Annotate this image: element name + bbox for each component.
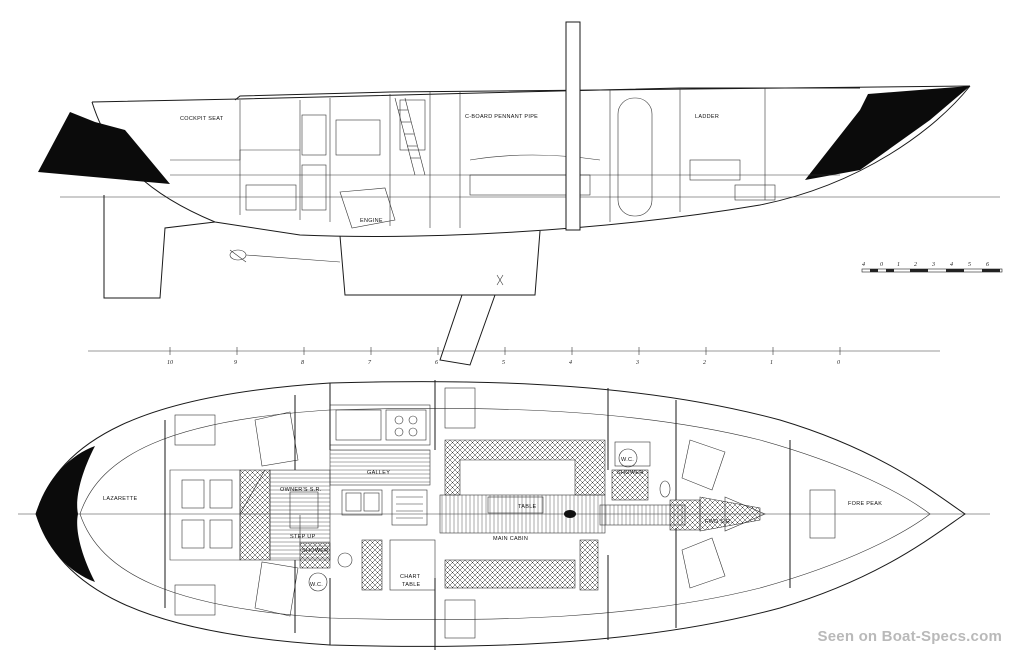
label-engine: ENGINE [360, 218, 383, 224]
label-main-cabin: MAIN CABIN [493, 536, 528, 542]
station-tick-label: 2 [703, 360, 706, 366]
station-tick-label: 5 [502, 360, 505, 366]
scale-tick-4: 3 [931, 262, 935, 268]
label-step-up: STEP UP [290, 534, 316, 540]
scale-tick-2: 1 [897, 262, 900, 268]
label-ladder: LADDER [695, 114, 719, 120]
station-tick-label: 8 [301, 360, 304, 366]
plan-bulkheads [164, 380, 791, 650]
label-fwd-sr: FWD S.R. [705, 519, 732, 525]
fwd-berth-insert [724, 496, 766, 532]
label-c-board: C-BOARD PENNANT PIPE [465, 114, 538, 120]
scale-tick-5: 4 [950, 261, 953, 268]
scale-tick-3: 2 [914, 262, 917, 268]
station-tick-label: 7 [368, 360, 372, 366]
station-tick-label: 1 [770, 360, 773, 366]
label-lazarette: LAZARETTE [103, 496, 138, 502]
label-owners-sr: OWNER'S S.R. [280, 487, 322, 493]
profile-cabinets [245, 97, 776, 217]
settee-cushions [239, 439, 761, 591]
plan-view: LAZARETTE OWNER'S S.R. GALLEY STEP UP SH… [18, 380, 990, 650]
station-tick-label: 4 [569, 359, 572, 366]
berth-outlines [169, 387, 836, 639]
scale-tick-1: 0 [880, 262, 883, 268]
label-chart-table: TABLE [402, 582, 421, 588]
cabin-top [234, 87, 860, 101]
centerboard [439, 294, 496, 366]
stern-overhang [38, 112, 170, 184]
label-wc-aft: W.C. [310, 582, 323, 588]
bulkheads [239, 88, 766, 228]
station-tick-label: 10 [167, 360, 173, 366]
label-shower-fwd: SHOWER [617, 470, 644, 476]
station-tick-label: 0 [837, 360, 840, 366]
propeller [229, 249, 341, 263]
bow-overhang [805, 86, 970, 180]
label-cockpit-seat: COCKPIT SEAT [180, 116, 224, 122]
scale-bar: 4 0 1 2 3 4 5 6 [861, 261, 1003, 273]
label-galley: GALLEY [367, 470, 390, 476]
cockpit-seat-line [170, 149, 300, 161]
mast-step [564, 510, 576, 518]
companionway-ladder [394, 97, 426, 176]
scale-tick-6: 5 [968, 262, 971, 268]
main-cabin-sole [439, 494, 606, 534]
interior-fixtures [239, 404, 671, 592]
profile-view: COCKPIT SEAT C-BOARD PENNANT PIPE LADDER… [38, 21, 1000, 366]
galley-sole [329, 449, 431, 486]
rudder [103, 195, 216, 299]
station-tick-label: 9 [234, 360, 237, 366]
label-table: TABLE [518, 504, 537, 510]
label-fore-peak: FORE PEAK [848, 501, 882, 507]
label-wc-fwd: W.C. [621, 457, 634, 463]
plan-transom [36, 446, 95, 582]
hull-outline [91, 85, 971, 237]
scale-tick-0: 4 [862, 261, 865, 268]
mast [565, 21, 581, 231]
scale-tick-7: 6 [986, 262, 989, 268]
watermark: Seen on Boat-Specs.com [817, 628, 1002, 645]
label-chart: CHART [400, 574, 421, 580]
station-tick-label: 3 [635, 360, 639, 366]
keel-stub [339, 230, 541, 296]
engine-block [339, 187, 396, 229]
label-shower-aft: SHOWER [302, 548, 329, 554]
station-tick-label: 6 [435, 360, 438, 366]
